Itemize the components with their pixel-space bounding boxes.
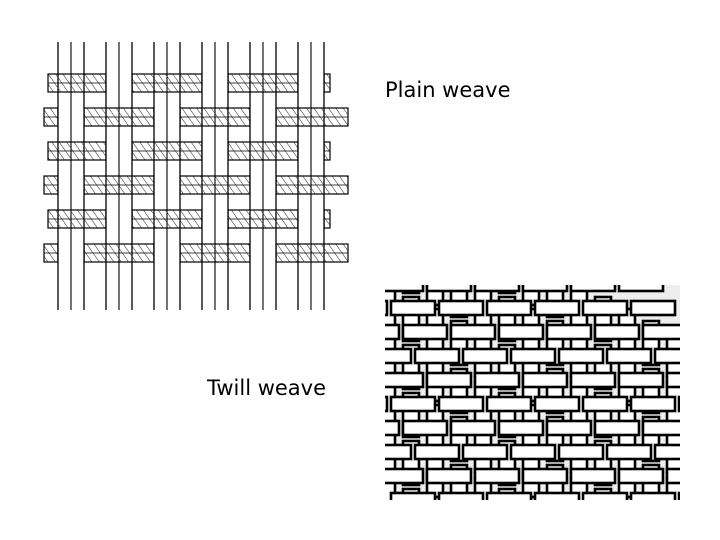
twill-weft-float	[497, 323, 545, 341]
twill-weft-float	[629, 491, 677, 500]
twill-weft-float	[461, 443, 509, 461]
twill-weft-float	[569, 467, 617, 485]
twill-weft-float	[581, 299, 629, 317]
twill-weft-float	[605, 443, 653, 461]
twill-weft-float	[509, 347, 557, 365]
twill-weft-float	[521, 285, 569, 293]
twill-weft-float	[473, 467, 521, 485]
twill-weft-float	[385, 443, 413, 461]
twill-weft-float	[509, 443, 557, 461]
twill-weft-float	[593, 323, 641, 341]
plain-weave-label: Plain weave	[385, 78, 511, 102]
twill-weft-float	[677, 395, 680, 413]
twill-weft-float	[497, 419, 545, 437]
twill-weft-float	[485, 491, 533, 500]
twill-weft-float	[485, 395, 533, 413]
twill-weft-float	[569, 371, 617, 389]
twill-weft-float	[449, 323, 497, 341]
twill-weft-float	[437, 299, 485, 317]
twill-weft-float	[677, 491, 680, 500]
twill-weft-float	[413, 443, 461, 461]
twill-weft-float	[569, 285, 617, 293]
twill-weft-float	[449, 419, 497, 437]
twill-weft-float	[425, 371, 473, 389]
twill-weft-float	[385, 323, 401, 341]
twill-weft-float	[401, 419, 449, 437]
twill-weft-float	[385, 285, 425, 293]
twill-weft-float	[557, 443, 605, 461]
twill-weft-float	[593, 419, 641, 437]
twill-weft-float	[385, 419, 401, 437]
twill-weft-float	[521, 371, 569, 389]
twill-weft-float	[389, 299, 437, 317]
twill-weave-diagram	[385, 285, 680, 500]
plain-weave-diagram	[43, 42, 349, 310]
twill-weft-float	[653, 347, 680, 365]
twill-weft-float	[425, 467, 473, 485]
plain-weave-threads	[43, 42, 349, 310]
twill-weft-float	[665, 467, 680, 485]
twill-weft-float	[617, 371, 665, 389]
twill-weft-float	[629, 299, 677, 317]
twill-weft-float	[485, 299, 533, 317]
twill-weft-float	[545, 419, 593, 437]
twill-weft-float	[557, 347, 605, 365]
twill-weft-float	[581, 491, 629, 500]
twill-weft-float	[385, 467, 425, 485]
twill-weft-float	[389, 395, 437, 413]
twill-weft-float	[473, 371, 521, 389]
twill-weft-float	[461, 347, 509, 365]
twill-weft-float	[533, 299, 581, 317]
twill-weft-float	[425, 285, 473, 293]
twill-weft-float	[617, 467, 665, 485]
twill-weft-float	[653, 443, 680, 461]
twill-weft-float	[521, 467, 569, 485]
twill-weft-float	[665, 371, 680, 389]
twill-weft-float	[629, 395, 677, 413]
twill-weft-float	[533, 395, 581, 413]
twill-weave-label: Twill weave	[207, 376, 327, 400]
twill-weft-float	[581, 395, 629, 413]
twill-weft-float	[533, 491, 581, 500]
twill-weft-float	[641, 323, 680, 341]
twill-weft-float	[617, 285, 665, 293]
twill-weft-float	[437, 491, 485, 500]
twill-weft-float	[413, 347, 461, 365]
twill-weft-float	[385, 299, 389, 317]
twill-weft-float	[605, 347, 653, 365]
twill-weft-float	[401, 323, 449, 341]
twill-weft-float	[389, 491, 437, 500]
twill-weft-float	[641, 419, 680, 437]
twill-weft-float	[545, 323, 593, 341]
twill-weave-threads	[385, 285, 680, 500]
twill-weft-float	[437, 395, 485, 413]
twill-weft-float	[385, 347, 413, 365]
twill-weft-float	[385, 395, 389, 413]
twill-weft-float	[473, 285, 521, 293]
twill-weft-float	[385, 371, 425, 389]
